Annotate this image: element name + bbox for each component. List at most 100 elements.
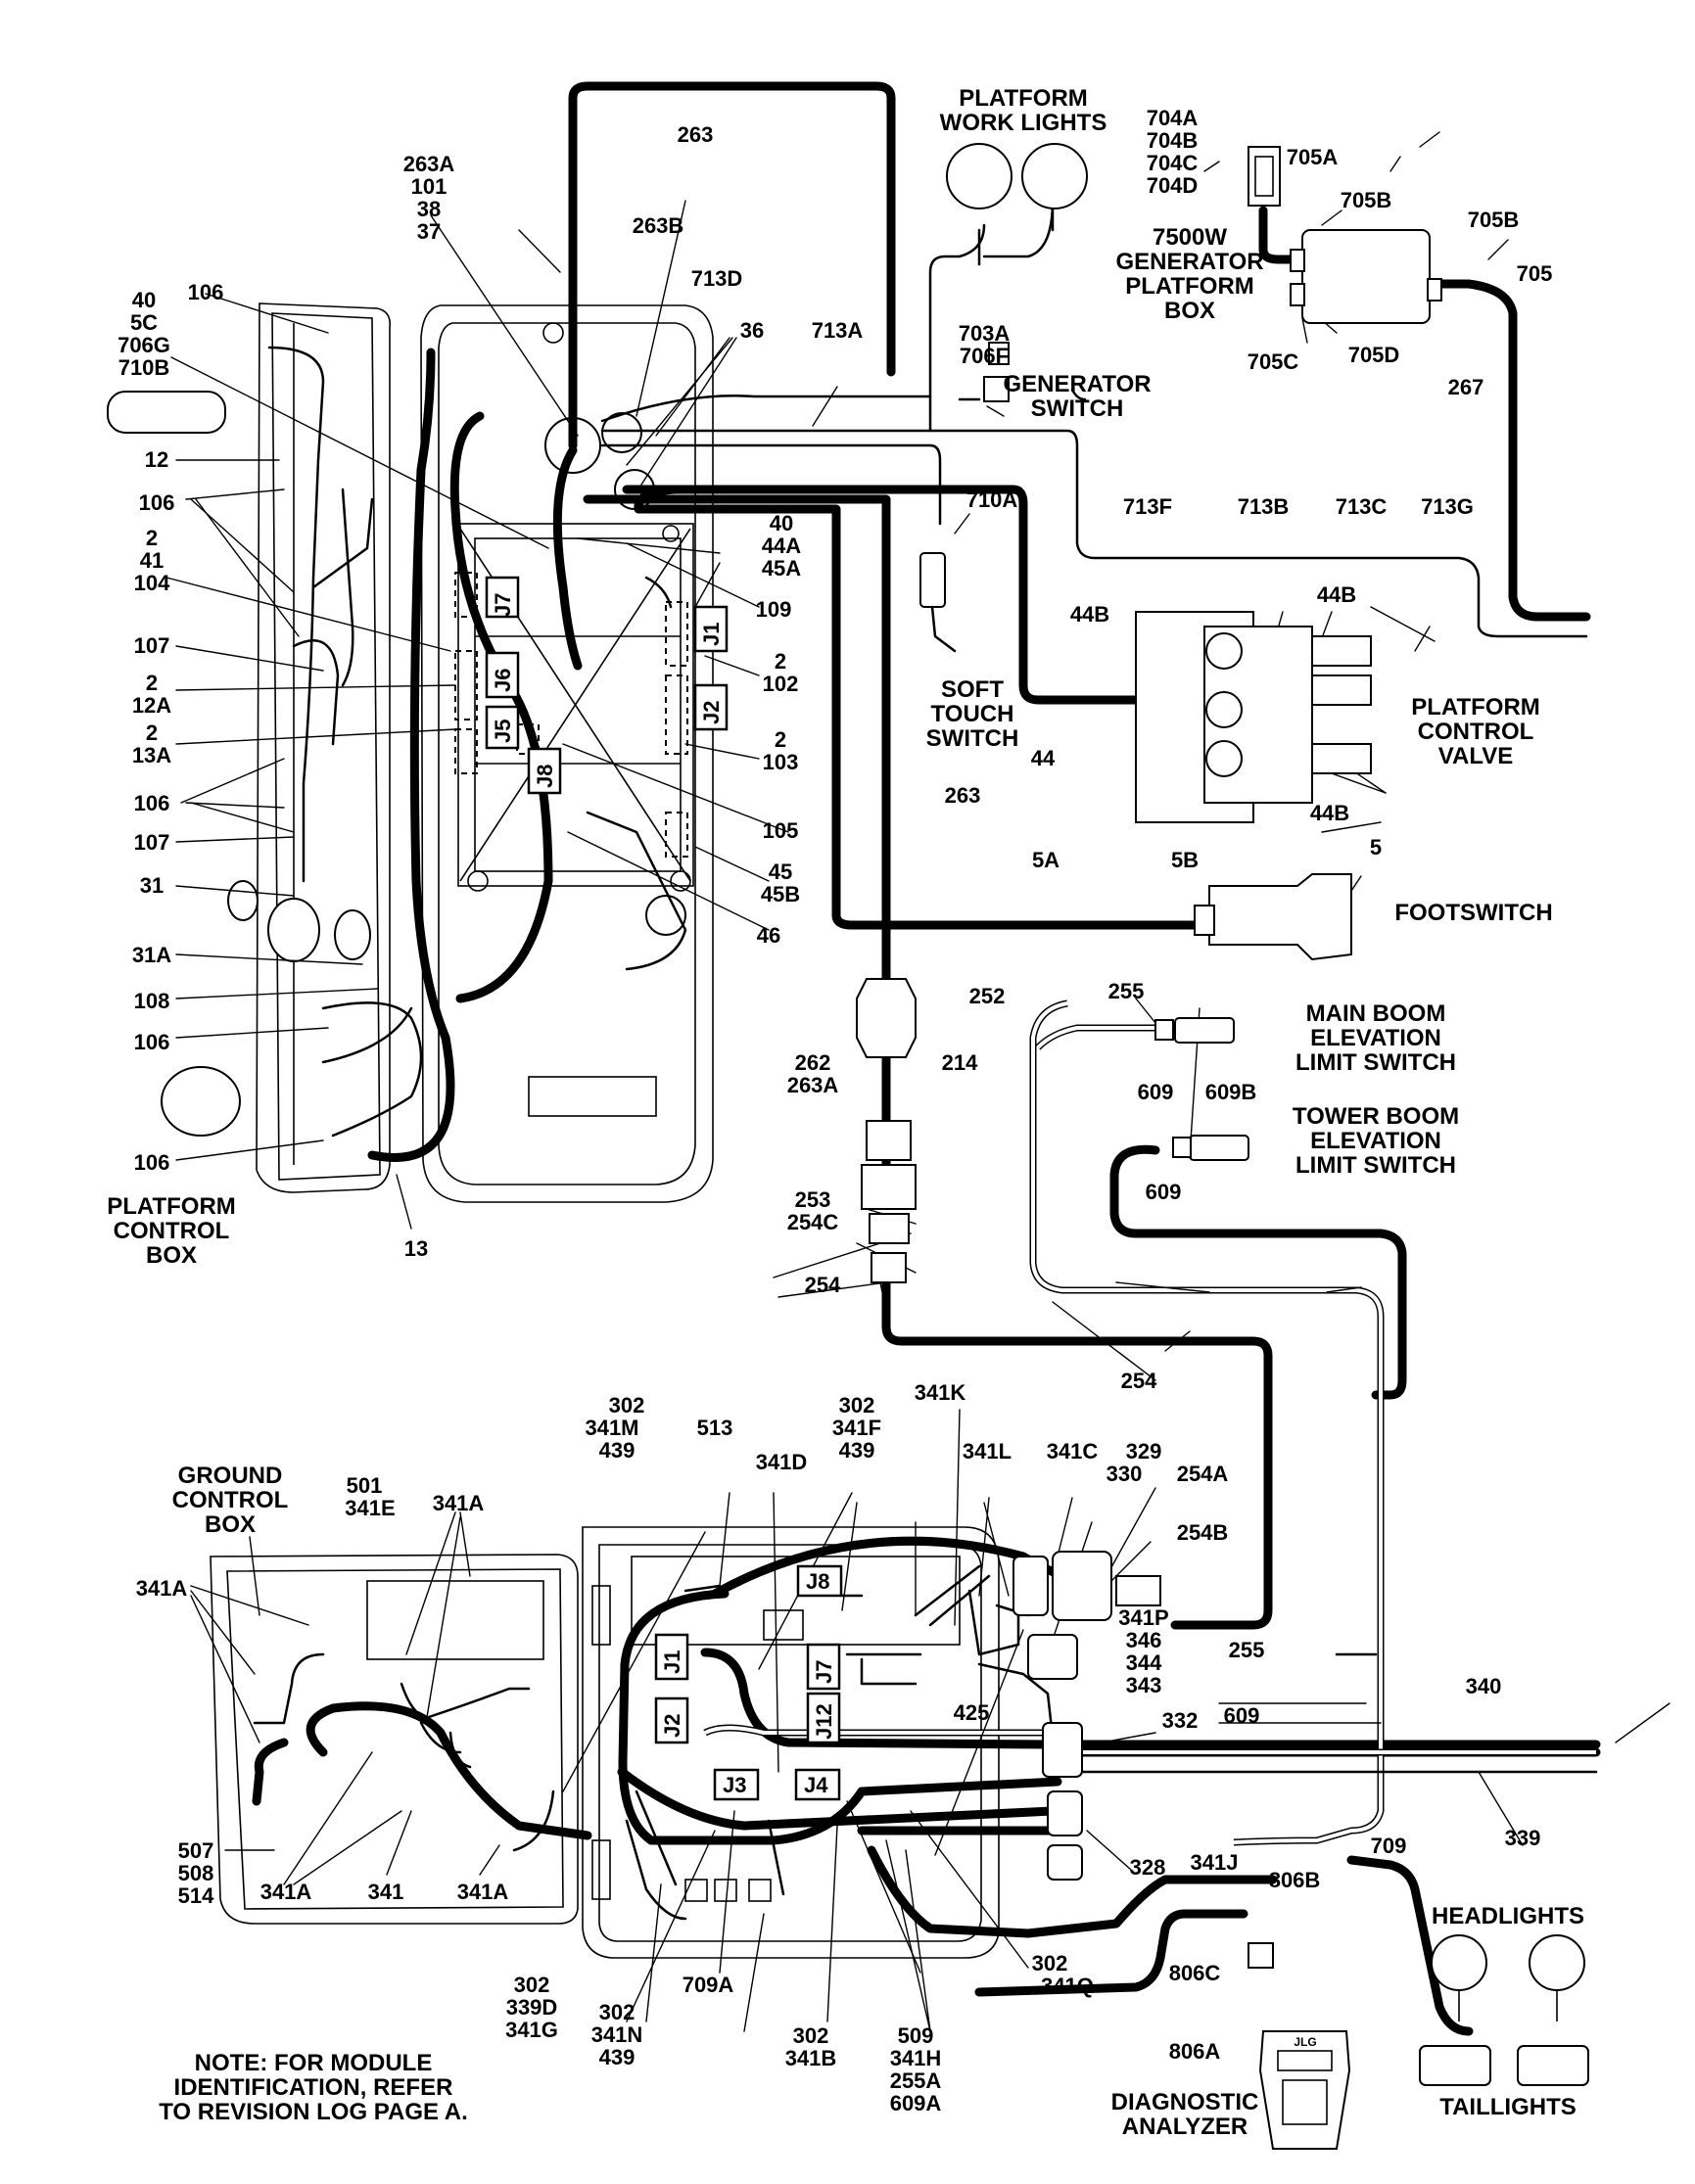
callout: 705: [1517, 261, 1553, 286]
callout: 254: [805, 1273, 841, 1297]
jack-j3-ground: J3: [723, 1773, 746, 1797]
callout: 341L: [963, 1439, 1012, 1464]
callout: 255A: [890, 2068, 942, 2093]
callout: 13A: [132, 743, 171, 767]
jack-j5-platform: J5: [491, 720, 515, 743]
callout: 609B: [1205, 1080, 1257, 1104]
callout: 341J: [1191, 1850, 1239, 1875]
generator-box-label-3: PLATFORM: [1125, 273, 1254, 300]
callout: 341D: [756, 1450, 808, 1474]
soft-touch-switch-label-3: SWITCH: [926, 725, 1019, 752]
callout: 106: [134, 1030, 170, 1054]
callout: 439: [839, 1438, 875, 1463]
callout: 704B: [1147, 128, 1199, 153]
callout: 214: [942, 1050, 978, 1075]
callout: 302: [599, 2000, 636, 2024]
callout: 104: [134, 571, 170, 595]
callout: 341: [368, 1880, 404, 1904]
soft-touch-switch-label-1: SOFT: [941, 676, 1004, 703]
callout: 263: [945, 783, 981, 808]
tower-boom-label-1: TOWER BOOM: [1293, 1103, 1459, 1130]
callout: 713C: [1336, 494, 1388, 519]
callout: 44B: [1310, 801, 1349, 825]
callout: 704D: [1147, 173, 1199, 198]
callout: 103: [763, 750, 799, 774]
callout: 44B: [1317, 582, 1356, 607]
inline-connectors: [856, 978, 917, 1283]
callout: 704C: [1147, 151, 1199, 175]
analyzer-brand-label: JLG: [1294, 2035, 1316, 2049]
callout: 302: [1032, 1951, 1068, 1975]
diagnostic-analyzer-icon: JLG: [1248, 1942, 1351, 2150]
callout: 108: [134, 989, 170, 1013]
callout: 341H: [890, 2046, 942, 2070]
callout: 5B: [1171, 848, 1199, 872]
callout: 341G: [505, 2018, 558, 2042]
callout: 302: [609, 1393, 645, 1417]
callout: 439: [599, 2045, 636, 2069]
callout: 340: [1466, 1674, 1502, 1698]
callout: 254: [1121, 1369, 1157, 1393]
callout: 267: [1448, 375, 1484, 399]
callout: 5: [1370, 835, 1382, 860]
callout: 709: [1371, 1834, 1407, 1858]
callout: 45B: [761, 882, 800, 906]
callout: 705C: [1248, 349, 1299, 374]
callout: 343: [1126, 1673, 1162, 1697]
taillights-icon: [1419, 2045, 1589, 2086]
callout: 107: [134, 633, 170, 658]
callout: 107: [134, 830, 170, 855]
platform-work-lights-label-2: WORK LIGHTS: [940, 110, 1107, 136]
jack-j7-platform: J7: [491, 593, 515, 617]
generator-box-label-4: BOX: [1164, 298, 1215, 324]
soft-touch-switch-icon: [919, 552, 957, 653]
callout: 2: [146, 526, 158, 550]
callout: 255: [1229, 1638, 1265, 1662]
callout: 38: [417, 197, 441, 221]
platform-control-valve-label-1: PLATFORM: [1411, 694, 1540, 720]
callout: 253: [795, 1187, 831, 1212]
callout: 710A: [966, 488, 1018, 512]
platform-work-lights-label-1: PLATFORM: [959, 85, 1088, 112]
callout: 339D: [506, 1995, 558, 2020]
callout: 705D: [1348, 343, 1400, 367]
generator-switch-label-1: GENERATOR: [1003, 371, 1151, 397]
callout: 37: [417, 219, 441, 244]
callout: 255: [1108, 979, 1145, 1003]
generator-platform-box-icon: [1248, 146, 1442, 324]
callout: 514: [178, 1883, 214, 1908]
callout: 328: [1130, 1855, 1166, 1880]
callout: 341Q: [1041, 1974, 1094, 1998]
callout: 45A: [762, 556, 801, 581]
tower-boom-limit-switch-icon: [1172, 1135, 1249, 1161]
thick-wiring: [252, 81, 1601, 2036]
callout: 40: [770, 511, 793, 535]
callout: 41: [140, 548, 164, 573]
platform-control-box-label-2: CONTROL: [114, 1218, 230, 1244]
callout: 12A: [132, 693, 171, 718]
callout: 439: [599, 1438, 636, 1463]
note-line-1: NOTE: FOR MODULE: [195, 2050, 433, 2076]
callout: 341A: [433, 1491, 485, 1515]
callout: 31A: [132, 943, 171, 967]
callout: 713D: [691, 266, 743, 291]
callout: 341P: [1118, 1605, 1168, 1630]
callout: 806B: [1269, 1868, 1321, 1892]
callout: 341C: [1047, 1439, 1099, 1464]
footswitch-icon: [1194, 873, 1352, 961]
platform-control-valve-label-2: CONTROL: [1418, 719, 1534, 745]
callout: 341F: [832, 1416, 881, 1440]
jack-tags: J7 J6 J5 J8 J1 J2 J1 J2 J3 J4 J7 J8 J12: [485, 576, 843, 1801]
callout: 705B: [1468, 208, 1520, 232]
platform-work-lights-icon: [946, 143, 1088, 209]
callout: 302: [793, 2023, 829, 2048]
diagnostic-analyzer-label-2: ANALYZER: [1122, 2114, 1248, 2140]
callout: 31: [140, 873, 164, 898]
headlights-label: HEADLIGHTS: [1432, 1903, 1584, 1929]
callout: 106: [134, 791, 170, 815]
taillights-label: TAILLIGHTS: [1439, 2094, 1577, 2120]
jack-j12-ground: J12: [812, 1703, 836, 1740]
jack-j4-ground: J4: [804, 1773, 828, 1797]
jack-j1-ground: J1: [660, 1650, 684, 1674]
callout: 704A: [1147, 106, 1199, 130]
